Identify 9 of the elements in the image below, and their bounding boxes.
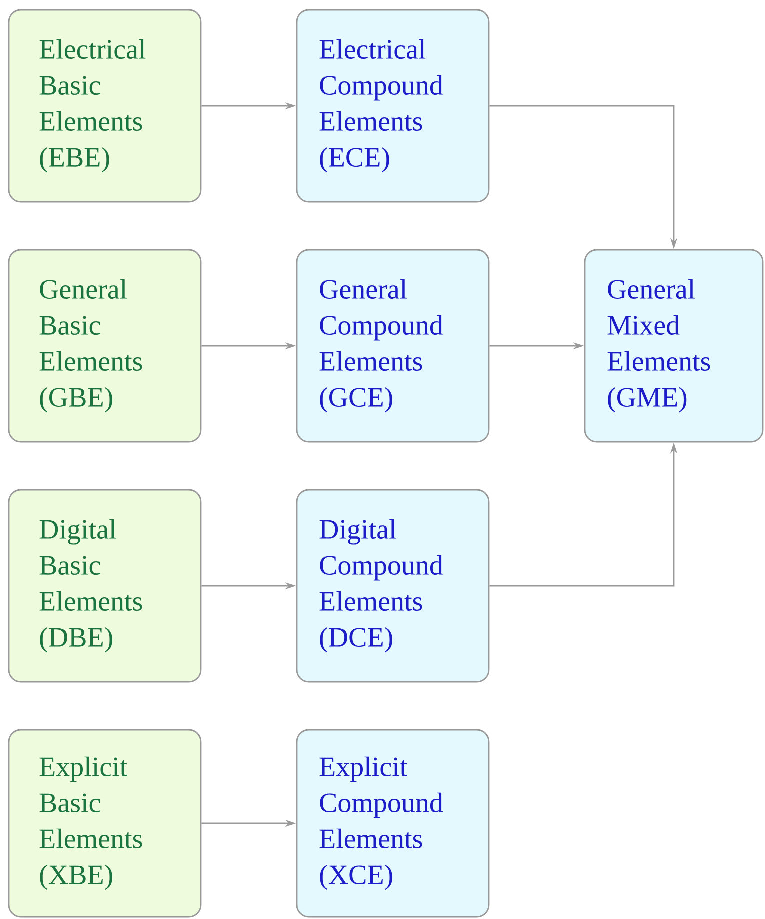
element-box: General Basic Elements (GBE)	[8, 249, 202, 443]
element-box: General Mixed Elements (GME)	[584, 249, 764, 443]
element-box: Digital Compound Elements (DCE)	[296, 489, 490, 683]
element-box: Electrical Compound Elements (ECE)	[296, 9, 490, 203]
element-box: General Compound Elements (GCE)	[296, 249, 490, 443]
element-box: Electrical Basic Elements (EBE)	[8, 9, 202, 203]
element-box: Digital Basic Elements (DBE)	[8, 489, 202, 683]
element-box: Explicit Basic Elements (XBE)	[8, 729, 202, 918]
element-box: Explicit Compound Elements (XCE)	[296, 729, 490, 918]
